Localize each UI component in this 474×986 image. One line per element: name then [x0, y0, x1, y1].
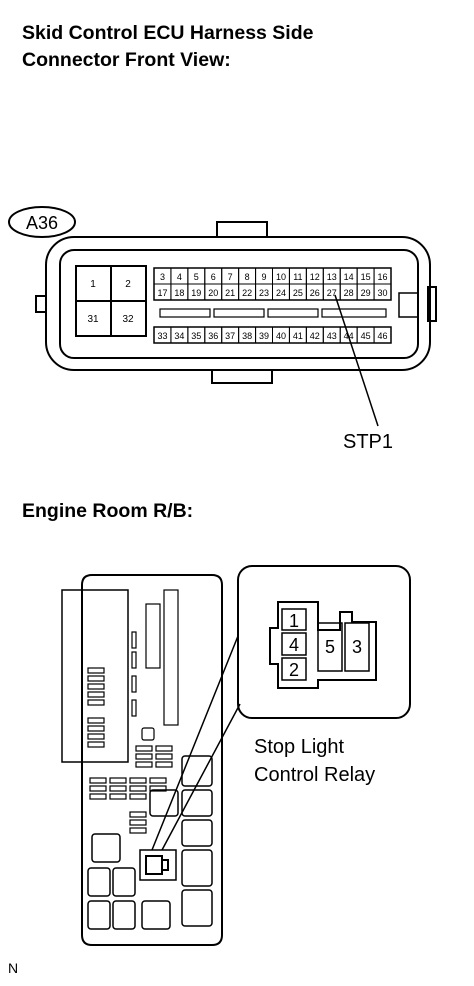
pin-label-38: 38 — [242, 331, 252, 341]
pin-label-11: 11 — [293, 272, 302, 282]
relay-label-line1: Stop Light — [254, 736, 345, 758]
pin-label-5: 5 — [194, 272, 199, 282]
pin-label-15: 15 — [361, 272, 371, 282]
connector-bottom-tab — [211, 370, 273, 384]
relay-block-fuse-strip-left — [87, 667, 105, 748]
engine-room-relay-block — [61, 574, 223, 946]
pin-label-39: 39 — [259, 331, 269, 341]
relay-pin-4: 4 — [289, 635, 299, 655]
stop-light-relay-icon — [145, 855, 169, 875]
figure-code: N — [8, 960, 19, 976]
pin-label-3: 3 — [160, 272, 165, 282]
pin-label-13: 13 — [327, 272, 337, 282]
relay-zoom-frame — [237, 565, 411, 719]
pin-label-28: 28 — [344, 288, 354, 298]
relay-pin-3: 3 — [352, 637, 362, 657]
relay-label: Stop Light Control Relay — [254, 736, 375, 786]
pin-label-22: 22 — [242, 288, 252, 298]
pin-label-36: 36 — [208, 331, 218, 341]
relay-label-line2: Control Relay — [254, 764, 375, 786]
pin-label-17: 17 — [157, 288, 167, 298]
pin-label-26: 26 — [310, 288, 320, 298]
pin-label-45: 45 — [361, 331, 371, 341]
connector-code-label: A36 — [26, 213, 58, 233]
connector-code-badge — [8, 206, 76, 238]
pin-label-30: 30 — [378, 288, 388, 298]
relay-block-small-bars — [131, 631, 137, 717]
pin-label-43: 43 — [327, 331, 337, 341]
pin-label-35: 35 — [191, 331, 201, 341]
relay-pin-1: 1 — [289, 611, 299, 631]
pin-label-21: 21 — [225, 288, 235, 298]
pin-label-7: 7 — [228, 272, 233, 282]
connector-right-ear — [427, 286, 437, 322]
pin-cell-30 — [373, 283, 392, 301]
pin-label-6: 6 — [211, 272, 216, 282]
relay-block-fuse-column — [145, 589, 179, 726]
stp1-label: STP1 — [343, 431, 393, 453]
pin-label-32: 32 — [122, 314, 134, 325]
pin-label-37: 37 — [225, 331, 235, 341]
relay-pin-2: 2 — [289, 660, 299, 680]
pin-label-20: 20 — [208, 288, 218, 298]
connector-housing — [45, 236, 431, 371]
pin-label-23: 23 — [259, 288, 269, 298]
pin-label-16: 16 — [378, 272, 388, 282]
pin-label-14: 14 — [344, 272, 354, 282]
pin-label-41: 41 — [293, 331, 303, 341]
connector-section-title: Skid Control ECU Harness Side Connector … — [22, 20, 313, 74]
pin-label-12: 12 — [310, 272, 320, 282]
relay-pin-labels: 1 4 2 5 3 — [289, 611, 362, 680]
pin-label-34: 34 — [174, 331, 184, 341]
pin-label-9: 9 — [262, 272, 267, 282]
connector-title-line1: Skid Control ECU Harness Side — [22, 22, 314, 44]
relay-block-fuse-rows — [89, 745, 173, 834]
pin-label-4: 4 — [177, 272, 182, 282]
relay-zoom-box — [237, 565, 411, 719]
connector-latch — [398, 292, 419, 318]
pin-label-18: 18 — [174, 288, 184, 298]
connector-left-ear — [35, 295, 47, 313]
pin-label-8: 8 — [245, 272, 250, 282]
stp1-callout-line — [334, 294, 379, 427]
pin-label-33: 33 — [157, 331, 167, 341]
connector-top-tab — [216, 221, 268, 237]
pin-label-27: 27 — [327, 288, 337, 298]
pin-label-24: 24 — [276, 288, 286, 298]
relay-connector-outline — [269, 601, 377, 689]
pin-label-29: 29 — [361, 288, 371, 298]
relay-section-title: Engine Room R/B: — [22, 500, 194, 522]
pin-label-25: 25 — [293, 288, 303, 298]
key-slots — [159, 308, 387, 318]
relay-block-left-panel — [61, 589, 129, 763]
connector-a36 — [8, 206, 437, 384]
relay-pin-5: 5 — [325, 637, 335, 657]
relay-zoom-lines — [151, 635, 241, 851]
connector-title-line2: Connector Front View: — [22, 49, 231, 71]
big-pin-labels: 1 2 31 32 — [87, 279, 134, 325]
pin-label-42: 42 — [310, 331, 320, 341]
pin-label-10: 10 — [276, 272, 286, 282]
pin-label-40: 40 — [276, 331, 286, 341]
pin-label-2: 2 — [125, 279, 131, 290]
stop-light-relay-location — [139, 849, 177, 881]
pin-label-31: 31 — [87, 314, 99, 325]
pin-cell-46 — [373, 326, 392, 344]
relay-block-outline — [81, 574, 223, 946]
pin-label-46: 46 — [378, 331, 388, 341]
pin-label-1: 1 — [90, 279, 96, 290]
pin-label-19: 19 — [191, 288, 201, 298]
